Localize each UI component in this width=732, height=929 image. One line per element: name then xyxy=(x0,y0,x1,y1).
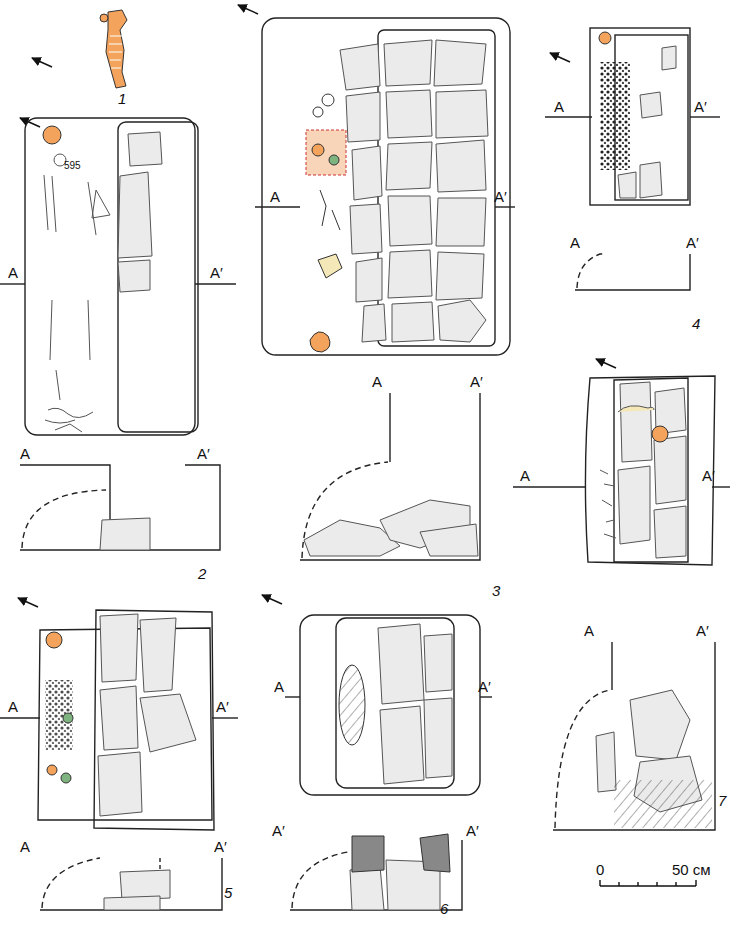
section-label: A′ xyxy=(466,822,479,839)
figure-number: 7 xyxy=(718,792,726,809)
section-label: A′ xyxy=(478,678,491,695)
figure-number: 1 xyxy=(118,90,126,107)
section-label: A xyxy=(270,188,280,205)
section-label: A xyxy=(570,234,580,251)
section-label: A xyxy=(8,698,18,715)
section-label: A′ xyxy=(494,188,507,205)
section-label: A′ xyxy=(272,822,285,839)
figure-number: 3 xyxy=(492,582,500,599)
section-label: A′ xyxy=(686,234,699,251)
figure-number: 2 xyxy=(198,565,206,582)
section-label: A′ xyxy=(470,373,483,390)
figure-number: 5 xyxy=(224,884,232,901)
section-label: A′ xyxy=(696,622,709,639)
section-label: A xyxy=(584,622,594,639)
section-label: 0 xyxy=(596,861,604,878)
section-label: 50 см xyxy=(672,861,711,878)
section-label: A′ xyxy=(210,264,223,281)
section-label: A xyxy=(8,264,18,281)
section-label: A′ xyxy=(214,838,227,855)
section-label: A xyxy=(20,838,30,855)
figure-number: 6 xyxy=(440,900,448,917)
section-label: A xyxy=(372,373,382,390)
find-number: 595 xyxy=(64,160,81,171)
section-label: A xyxy=(520,467,530,484)
section-label: A xyxy=(20,445,30,462)
section-label: A xyxy=(554,98,564,115)
section-label: A′ xyxy=(197,445,210,462)
section-label: A xyxy=(274,678,284,695)
section-label: A′ xyxy=(702,467,715,484)
section-label: A′ xyxy=(694,98,707,115)
section-label: A′ xyxy=(216,698,229,715)
figure-number: 4 xyxy=(692,315,700,332)
